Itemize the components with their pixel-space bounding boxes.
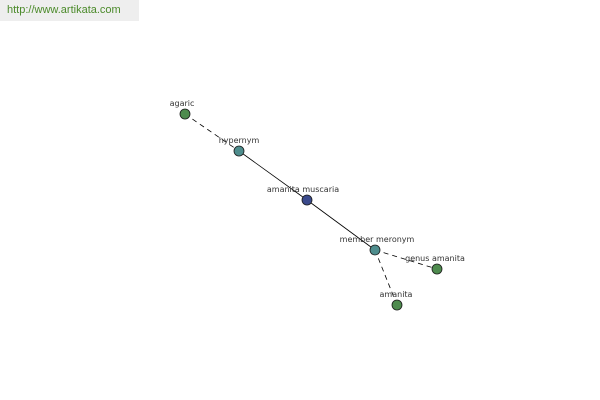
- graph-edges: [184, 113, 438, 306]
- graph-labels: agaric hypernym amanita muscaria member mer…: [170, 99, 465, 299]
- node-hypernym[interactable]: [233, 145, 245, 157]
- node-genus-amanita[interactable]: [431, 263, 443, 275]
- node-label-agaric: agaric: [170, 99, 195, 108]
- edge-member-meronym-to-amanita: [374, 249, 398, 306]
- node-amanita-muscaria[interactable]: [301, 194, 313, 206]
- node-agaric[interactable]: [179, 108, 191, 120]
- graph-nodes: [179, 108, 443, 311]
- node-label-amanita-muscaria: amanita muscaria: [267, 185, 339, 194]
- site-url[interactable]: http://www.artikata.com: [0, 0, 139, 21]
- edge-amanita-muscaria-to-member-meronym: [306, 199, 376, 251]
- node-label-amanita: amanita: [380, 290, 413, 299]
- node-amanita[interactable]: [391, 299, 403, 311]
- edge-agaric-to-hypernym: [184, 113, 240, 152]
- edge-member-meronym-to-genus-amanita: [374, 249, 438, 270]
- node-label-member-meronym: member meronym: [340, 235, 415, 244]
- edge-hypernym-to-amanita-muscaria: [238, 150, 308, 201]
- node-member-meronym[interactable]: [369, 244, 381, 256]
- node-label-genus-amanita: genus amanita: [405, 254, 465, 263]
- node-label-hypernym: hypernym: [219, 136, 260, 145]
